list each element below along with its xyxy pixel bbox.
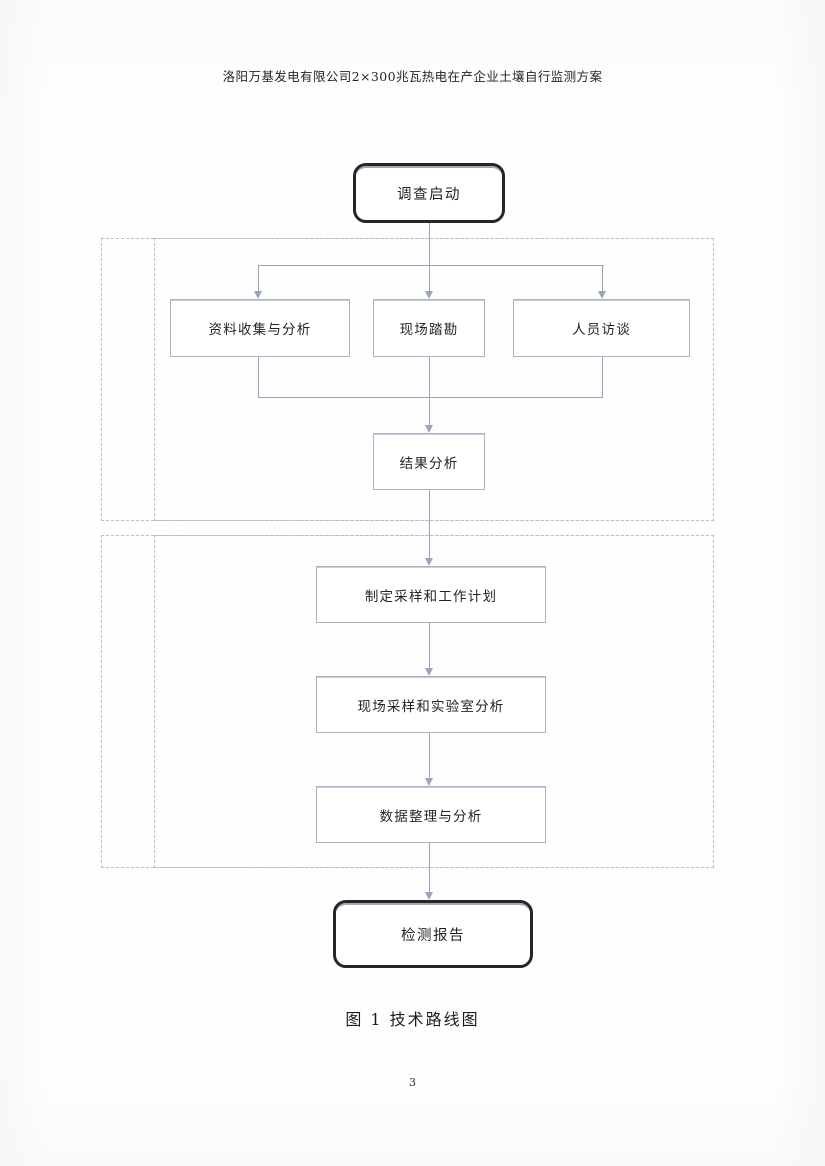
figure-caption: 图 1 技术路线图: [345, 1010, 480, 1029]
flow-node-data-processing[interactable]: 数据整理与分析: [316, 786, 546, 843]
flow-node-start[interactable]: 调查启动: [353, 163, 505, 223]
connector-data-to-report: [429, 843, 430, 892]
page-header-title: 洛阳万基发电有限公司2×300兆瓦热电在产企业土壤自行监测方案: [222, 69, 603, 84]
group-frame-phase-two-inner: [154, 535, 714, 868]
arrowhead-to-field-sampling: [425, 668, 433, 676]
arrowhead-to-report: [425, 892, 433, 900]
connector-merge-to-result: [429, 357, 430, 425]
connector-bus-leg-center: [429, 265, 430, 291]
connector-sampling-to-data: [429, 733, 430, 778]
flow-node-personnel-interview[interactable]: 人员访谈: [513, 299, 690, 357]
flow-node-field-sampling[interactable]: 现场采样和实验室分析: [316, 676, 546, 733]
flow-node-data-collection[interactable]: 资料收集与分析: [170, 299, 350, 357]
flow-node-sampling-plan[interactable]: 制定采样和工作计划: [316, 566, 546, 623]
page-number: 3: [409, 1076, 416, 1089]
connector-bus-leg-right: [602, 265, 603, 291]
arrowhead-to-data-processing: [425, 778, 433, 786]
connector-merge-leg-left: [258, 357, 259, 398]
arrowhead-to-result-analysis: [425, 425, 433, 433]
connector-plan-to-sampling: [429, 623, 430, 668]
group-frame-phase-one-inner: [154, 238, 714, 521]
connector-bus-leg-left: [258, 265, 259, 291]
connector-merge-leg-right: [602, 357, 603, 398]
arrowhead-to-data-collection: [254, 291, 262, 299]
flow-node-report[interactable]: 检测报告: [333, 900, 533, 968]
arrowhead-to-sampling-plan: [425, 558, 433, 566]
flow-node-site-survey[interactable]: 现场踏勘: [373, 299, 485, 357]
connector-result-to-plan: [429, 490, 430, 558]
arrowhead-to-personnel-interview: [598, 291, 606, 299]
connector-distribution-bus: [258, 265, 604, 266]
arrowhead-to-site-survey: [425, 291, 433, 299]
flow-node-result-analysis[interactable]: 结果分析: [373, 433, 485, 490]
connector-start-to-bus: [429, 223, 430, 265]
connector-merge-bus: [258, 397, 603, 398]
